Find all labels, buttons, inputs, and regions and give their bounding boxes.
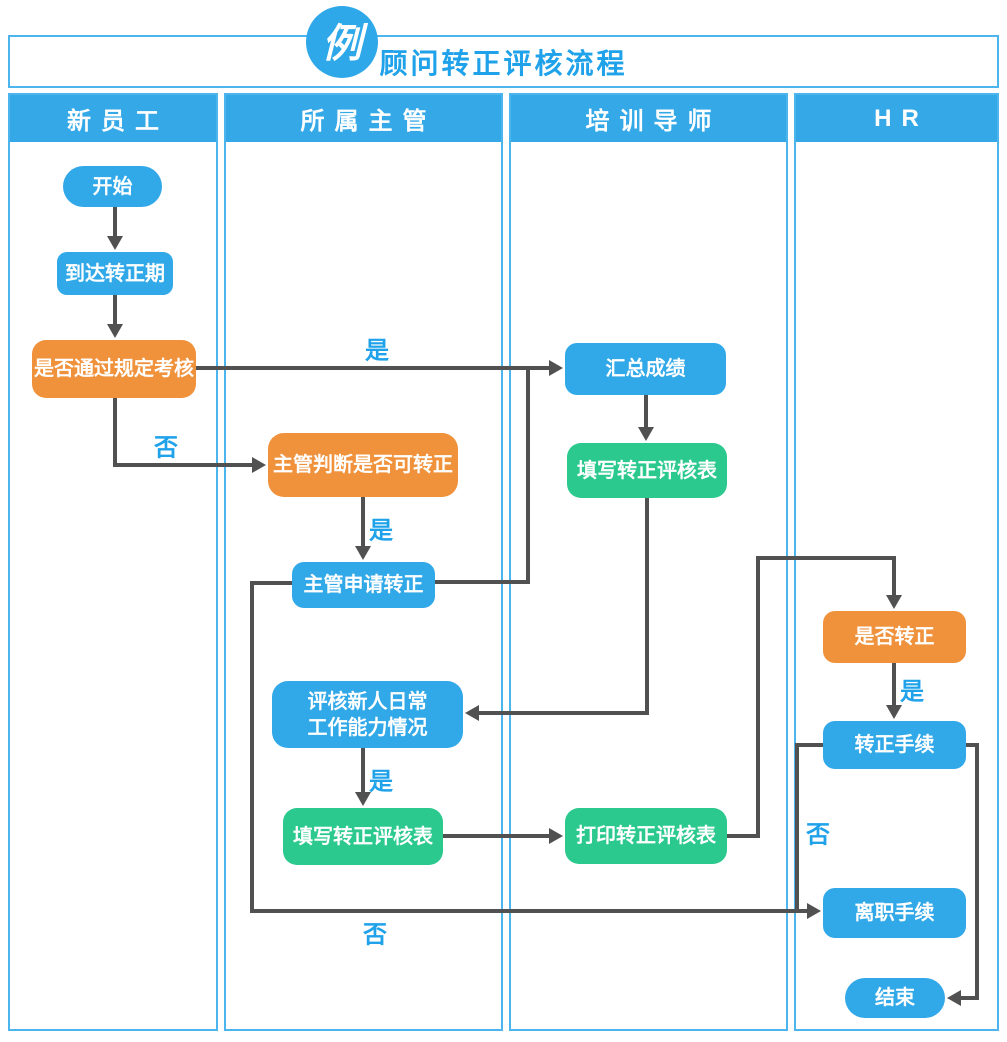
edge-label-pass-yes: 是 — [365, 337, 389, 365]
edge-label-evaluate-yes: 是 — [369, 768, 393, 796]
lane-header-new-employee: 新员工 — [10, 95, 216, 142]
edge-label-pass-no: 否 — [154, 434, 178, 462]
node-reach-period: 到达转正期 — [57, 252, 173, 295]
edge-label-apply-no: 否 — [363, 921, 387, 949]
lane-header-training-mentor: 培训导师 — [511, 95, 786, 142]
edge-label-confirm-yes: 是 — [900, 678, 924, 706]
example-badge-icon: 例 — [306, 6, 378, 78]
node-evaluate-daily-work: 评核新人日常 工作能力情况 — [272, 681, 463, 748]
title-box: 顾问转正评核流程 — [8, 35, 999, 88]
lane-new-employee: 新员工 — [8, 93, 218, 1031]
edge-label-confirm-no: 否 — [806, 821, 830, 849]
lane-header-supervisor: 所属主管 — [226, 95, 501, 142]
node-confirm-regular-decision: 是否转正 — [823, 611, 966, 663]
node-start: 开始 — [63, 166, 162, 207]
node-supervisor-apply: 主管申请转正 — [292, 562, 435, 608]
node-evaluate-line1: 评核新人日常 — [307, 690, 428, 713]
node-pass-exam-decision: 是否通过规定考核 — [32, 340, 196, 398]
node-evaluate-line2: 工作能力情况 — [307, 716, 428, 739]
edge-label-judge-yes: 是 — [369, 517, 393, 545]
node-fill-form-supervisor: 填写转正评核表 — [283, 808, 443, 865]
node-regular-procedure: 转正手续 — [823, 721, 966, 769]
diagram-title: 顾问转正评核流程 — [379, 47, 628, 79]
node-print-form: 打印转正评核表 — [565, 808, 727, 864]
lane-training-mentor: 培训导师 — [509, 93, 788, 1031]
node-summarize-scores: 汇总成绩 — [565, 343, 726, 395]
node-resign-procedure: 离职手续 — [823, 888, 966, 938]
example-badge-text: 例 — [322, 22, 362, 66]
node-end: 结束 — [845, 978, 945, 1018]
node-supervisor-judge-decision: 主管判断是否可转正 — [268, 433, 458, 497]
lane-header-hr: HR — [796, 95, 997, 142]
node-fill-form-mentor: 填写转正评核表 — [567, 443, 727, 498]
